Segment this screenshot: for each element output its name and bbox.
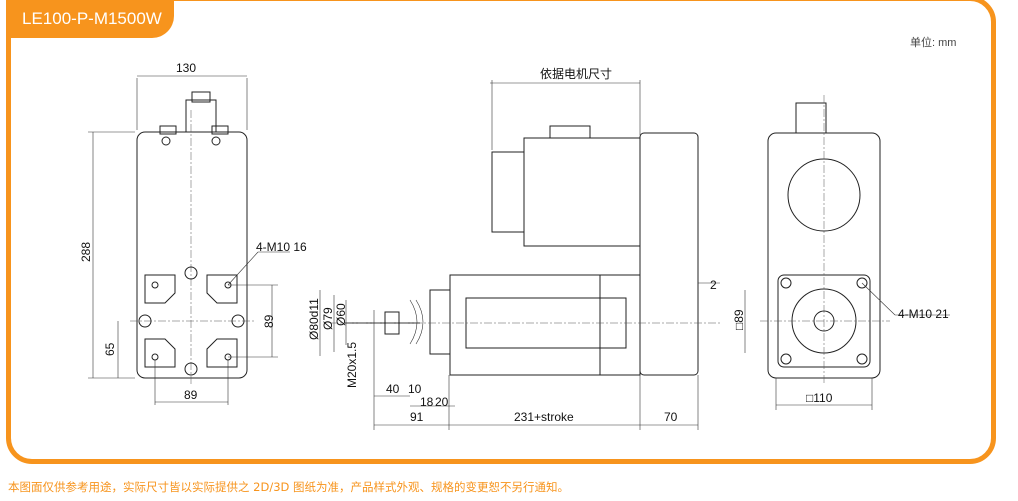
- end-view: □89 □110 4-M10 21: [732, 95, 950, 410]
- dim-40: 40: [386, 382, 400, 396]
- dim-stroke: 231+stroke: [514, 410, 574, 424]
- disclaimer-note: 本图面仅供参考用途，实际尺寸皆以实际提供之 2D/3D 图纸为准，产品样式外观、…: [8, 480, 570, 494]
- motor-size-label: 依据电机尺寸: [540, 66, 612, 81]
- dim-70: 70: [664, 410, 678, 424]
- dim-18: 18: [420, 395, 434, 409]
- dim-square-89: □89: [732, 309, 746, 330]
- dim-91: 91: [410, 410, 424, 424]
- dim-20: 20: [435, 395, 449, 409]
- thread-spec: M20x1.5: [345, 342, 359, 388]
- dim-89-horizontal: 89: [184, 388, 198, 402]
- side-view: 依据电机尺寸 Ø80d11 Ø79 Ø60 M20x1.5 40 10 18 2…: [307, 66, 720, 430]
- dim-10: 10: [408, 382, 422, 396]
- dim-65: 65: [103, 342, 117, 356]
- unit-label: 单位: mm: [910, 37, 957, 49]
- hole-spec-end: 4-M10 21: [898, 307, 949, 321]
- front-view: 130 288 65 89 89 4-M10 16: [79, 61, 307, 405]
- dim-height: 288: [79, 242, 93, 262]
- dim-dia-79: Ø79: [321, 307, 335, 330]
- dim-width: 130: [176, 61, 196, 75]
- dim-2: 2: [710, 278, 717, 292]
- dim-dia-60: Ø60: [334, 303, 348, 326]
- dim-dia-80: Ø80d11: [307, 298, 321, 340]
- hole-spec-front: 4-M10 16: [256, 240, 307, 254]
- dim-89-vertical: 89: [262, 314, 276, 328]
- border-frame: [6, 0, 996, 464]
- dim-square-110: □110: [806, 391, 833, 405]
- model-title: LE100-P-M1500W: [6, 0, 174, 38]
